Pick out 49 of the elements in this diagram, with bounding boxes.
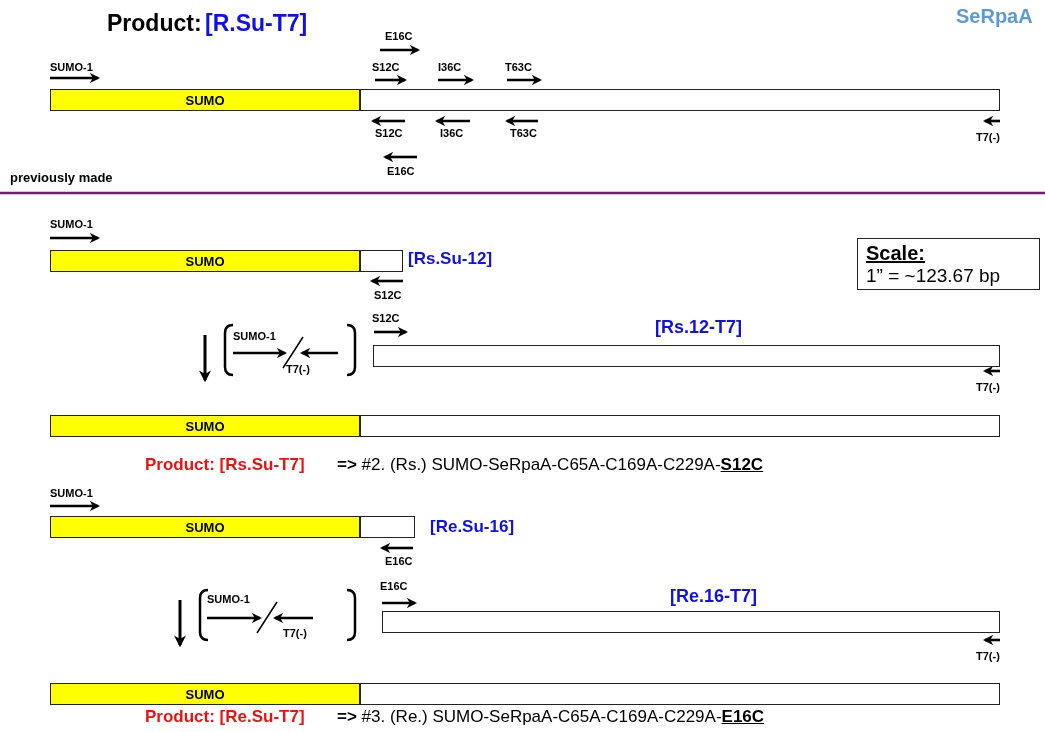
product-description: => #3. (Re.) SUMO-SeRpaA-C65A-C169A-C229A-E16C: [337, 708, 765, 725]
scale-value: 1” = ~123.67 bp: [866, 264, 1001, 287]
scale-box: [857, 238, 1040, 290]
primer-label: S12C: [372, 313, 400, 324]
primer-label: S12C: [374, 290, 402, 301]
segment-label: SUMO: [185, 519, 225, 535]
sumo-segment: [50, 415, 360, 437]
primer-label: T63C: [505, 62, 532, 73]
gene-segment: [360, 683, 1000, 705]
gene-segment: [360, 516, 415, 538]
segment-label: SUMO: [185, 253, 225, 269]
segment-label: SUMO: [185, 686, 225, 702]
primer-label: E16C: [387, 166, 415, 177]
construct-name: [R.Su-T7]: [205, 12, 308, 35]
primer-label: I36C: [440, 128, 464, 139]
gene-segment: [382, 611, 1000, 633]
gene-segment: [360, 250, 403, 272]
gene-segment: [360, 415, 1000, 437]
primer-label: T7(-): [283, 628, 307, 639]
sumo-segment: [50, 250, 360, 272]
primer-label: SUMO-1: [207, 594, 250, 605]
primer-label: S12C: [375, 128, 403, 139]
gene-segment: [360, 89, 1000, 111]
note-text: previously made: [10, 171, 113, 184]
scale-heading: Scale:: [866, 241, 925, 265]
sumo-segment: [50, 516, 360, 538]
primer-label: S12C: [372, 62, 400, 73]
primer-label: I36C: [438, 62, 462, 73]
primer-label: T7(-): [286, 364, 310, 375]
primer-label: T7(-): [976, 651, 1000, 662]
primer-label: T63C: [510, 128, 537, 139]
primer-label: SUMO-1: [50, 488, 93, 499]
primer-label: SUMO-1: [233, 331, 276, 342]
sumo-segment: [50, 683, 360, 705]
gene-segment: [373, 345, 1000, 367]
protein-name: SeRpaA: [956, 6, 1033, 26]
sumo-segment: [50, 89, 360, 111]
product-label: Product: [Rs.Su-T7]: [145, 456, 305, 473]
segment-label: SUMO: [185, 418, 225, 434]
primer-label: SUMO-1: [50, 62, 93, 73]
heading-text: Product:: [107, 12, 202, 35]
segment-label: SUMO: [185, 92, 225, 108]
primer-label: T7(-): [976, 132, 1000, 143]
primer-label: E16C: [385, 31, 413, 42]
primer-label: E16C: [380, 581, 408, 592]
primer-label: T7(-): [976, 382, 1000, 393]
primer-label: SUMO-1: [50, 219, 93, 230]
primer-label: E16C: [385, 556, 413, 567]
product-description: => #2. (Rs.) SUMO-SeRpaA-C65A-C169A-C229A-S12C: [337, 456, 764, 473]
